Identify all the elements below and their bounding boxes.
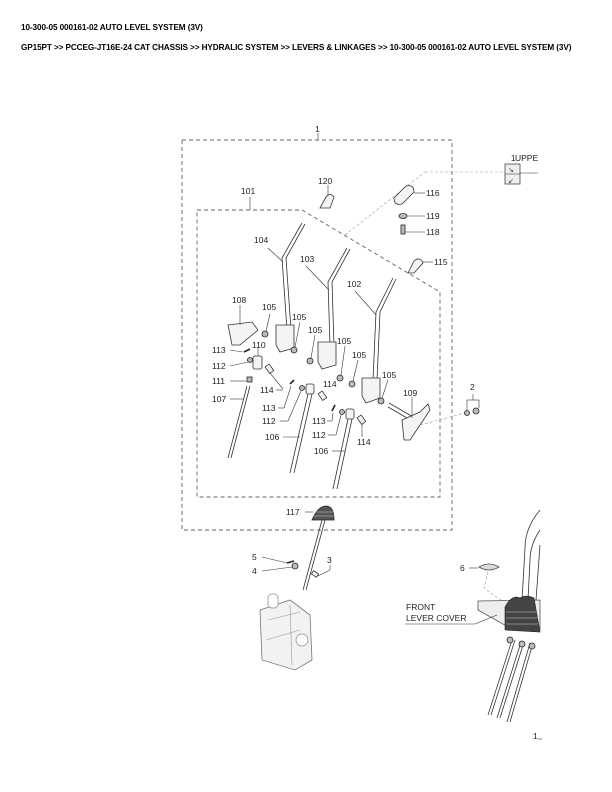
- subassembly-boundary-101: 101: [196, 186, 441, 498]
- callout-101: 101: [241, 186, 255, 196]
- lever-shaft: [302, 519, 326, 591]
- part-5-pin[interactable]: 5: [252, 552, 295, 564]
- breadcrumb: GP15PT >> PCCEG-JT16E-24 CAT CHASSIS >> …: [21, 43, 572, 52]
- front-lever-cover[interactable]: FRONT LEVER COVER: [405, 595, 541, 633]
- callout-102: 102: [347, 279, 361, 289]
- upper-ref-num: 1: [511, 154, 516, 163]
- callout-117: 117: [286, 507, 300, 517]
- part-103-lever[interactable]: 103: [300, 247, 351, 370]
- callout-105-f: 105: [382, 370, 396, 380]
- callout-119: 119: [426, 211, 440, 221]
- front-lever-cover-label-2: LEVER COVER: [406, 613, 466, 623]
- part-105-bushing-a[interactable]: 105: [261, 302, 276, 338]
- callout-105-a: 105: [262, 302, 276, 312]
- part-117-boot[interactable]: 117: [286, 505, 335, 521]
- part-6-seal[interactable]: 6: [460, 563, 506, 604]
- callout-108: 108: [232, 295, 246, 305]
- part-105-bushing-c[interactable]: 105: [306, 325, 322, 365]
- part-105-bushing-f[interactable]: 105: [377, 370, 396, 405]
- callout-105-c: 105: [308, 325, 322, 335]
- part-106-rod-b[interactable]: 106: [314, 408, 355, 490]
- callout-111: 111: [212, 376, 225, 386]
- part-105-bushing-d[interactable]: 105: [336, 336, 351, 382]
- part-110-clevis[interactable]: 110: [252, 340, 266, 370]
- part-114-pin-c[interactable]: 114: [356, 414, 371, 447]
- callout-114-c: 114: [357, 437, 371, 447]
- callout-4: 4: [252, 566, 257, 576]
- part-114-pin-b[interactable]: 114: [317, 379, 337, 401]
- callout-112-a: 112: [212, 361, 226, 371]
- part-115-knob[interactable]: 115: [407, 257, 448, 274]
- part-112-nut-c[interactable]: 112: [312, 409, 345, 441]
- callout-105-b: 105: [292, 312, 306, 322]
- part-104-lever[interactable]: 104: [254, 222, 306, 353]
- callout-3: 3: [327, 555, 332, 565]
- callout-1: 1: [315, 124, 320, 134]
- part-105-bushing-e[interactable]: 105: [348, 350, 366, 388]
- svg-text:↘: ↘: [508, 166, 514, 174]
- installed-levers: [487, 509, 541, 723]
- part-113-pin-a[interactable]: 113: [212, 345, 251, 355]
- upper-reference[interactable]: ↘ ↙ 1 UPPE: [344, 153, 538, 236]
- part-112-nut-b[interactable]: 112: [262, 385, 305, 427]
- part-120-knob[interactable]: 120: [318, 176, 335, 209]
- page-title: 10-300-05 000161-02 AUTO LEVEL SYSTEM (3…: [21, 23, 203, 32]
- control-valve[interactable]: [259, 593, 313, 671]
- part-2-fastener[interactable]: 2: [419, 382, 480, 426]
- part-119-washer[interactable]: 119: [398, 211, 440, 221]
- callout-114-b: 114: [323, 379, 337, 389]
- part-108-bracket[interactable]: 108: [227, 295, 259, 346]
- part-105-bushing-b[interactable]: 105: [290, 312, 306, 354]
- callout-115: 115: [434, 257, 448, 267]
- front-lever-cover-label-1: FRONT: [406, 602, 435, 612]
- part-111-nut[interactable]: 111: [212, 376, 253, 386]
- callout-2: 2: [470, 382, 475, 392]
- part-107-rod[interactable]: 107: [212, 385, 251, 459]
- assembly-boundary-1: 1: [181, 124, 453, 531]
- callout-6: 6: [460, 563, 465, 573]
- part-116-knob[interactable]: 116: [393, 185, 440, 205]
- callout-105-e: 105: [352, 350, 366, 360]
- callout-113-a: 113: [212, 345, 226, 355]
- callout-116: 116: [426, 188, 440, 198]
- part-118-screw[interactable]: 118: [400, 224, 440, 237]
- callout-113-c: 113: [312, 416, 326, 426]
- callout-120: 120: [318, 176, 332, 186]
- part-113-pin-b[interactable]: 113: [262, 379, 295, 413]
- callout-118: 118: [426, 227, 440, 237]
- callout-112-c: 112: [312, 430, 326, 440]
- part-109-bracket[interactable]: 109: [387, 388, 431, 441]
- callout-109: 109: [403, 388, 417, 398]
- part-114-pin-a[interactable]: 114: [260, 363, 284, 395]
- callout-106-a: 106: [265, 432, 279, 442]
- callout-113-b: 113: [262, 403, 276, 413]
- upper-ref-label: UPPE: [515, 153, 538, 163]
- corner-reference: 1: [533, 731, 538, 741]
- callout-106-b: 106: [314, 446, 328, 456]
- part-3-pin[interactable]: 3: [310, 555, 332, 578]
- callout-104: 104: [254, 235, 268, 245]
- callout-105-d: 105: [337, 336, 351, 346]
- callout-110: 110: [252, 340, 266, 350]
- callout-103: 103: [300, 254, 314, 264]
- part-102-lever[interactable]: 102: [347, 277, 397, 404]
- svg-text:↙: ↙: [508, 177, 514, 185]
- callout-5: 5: [252, 552, 257, 562]
- callout-112-b: 112: [262, 416, 276, 426]
- part-113-pin-c[interactable]: 113: [312, 404, 336, 426]
- part-112-nut-a[interactable]: 112: [212, 357, 253, 372]
- part-4-washer[interactable]: 4: [252, 562, 299, 576]
- callout-107: 107: [212, 394, 226, 404]
- part-106-rod-a[interactable]: 106: [265, 383, 315, 474]
- callout-114-a: 114: [260, 385, 274, 395]
